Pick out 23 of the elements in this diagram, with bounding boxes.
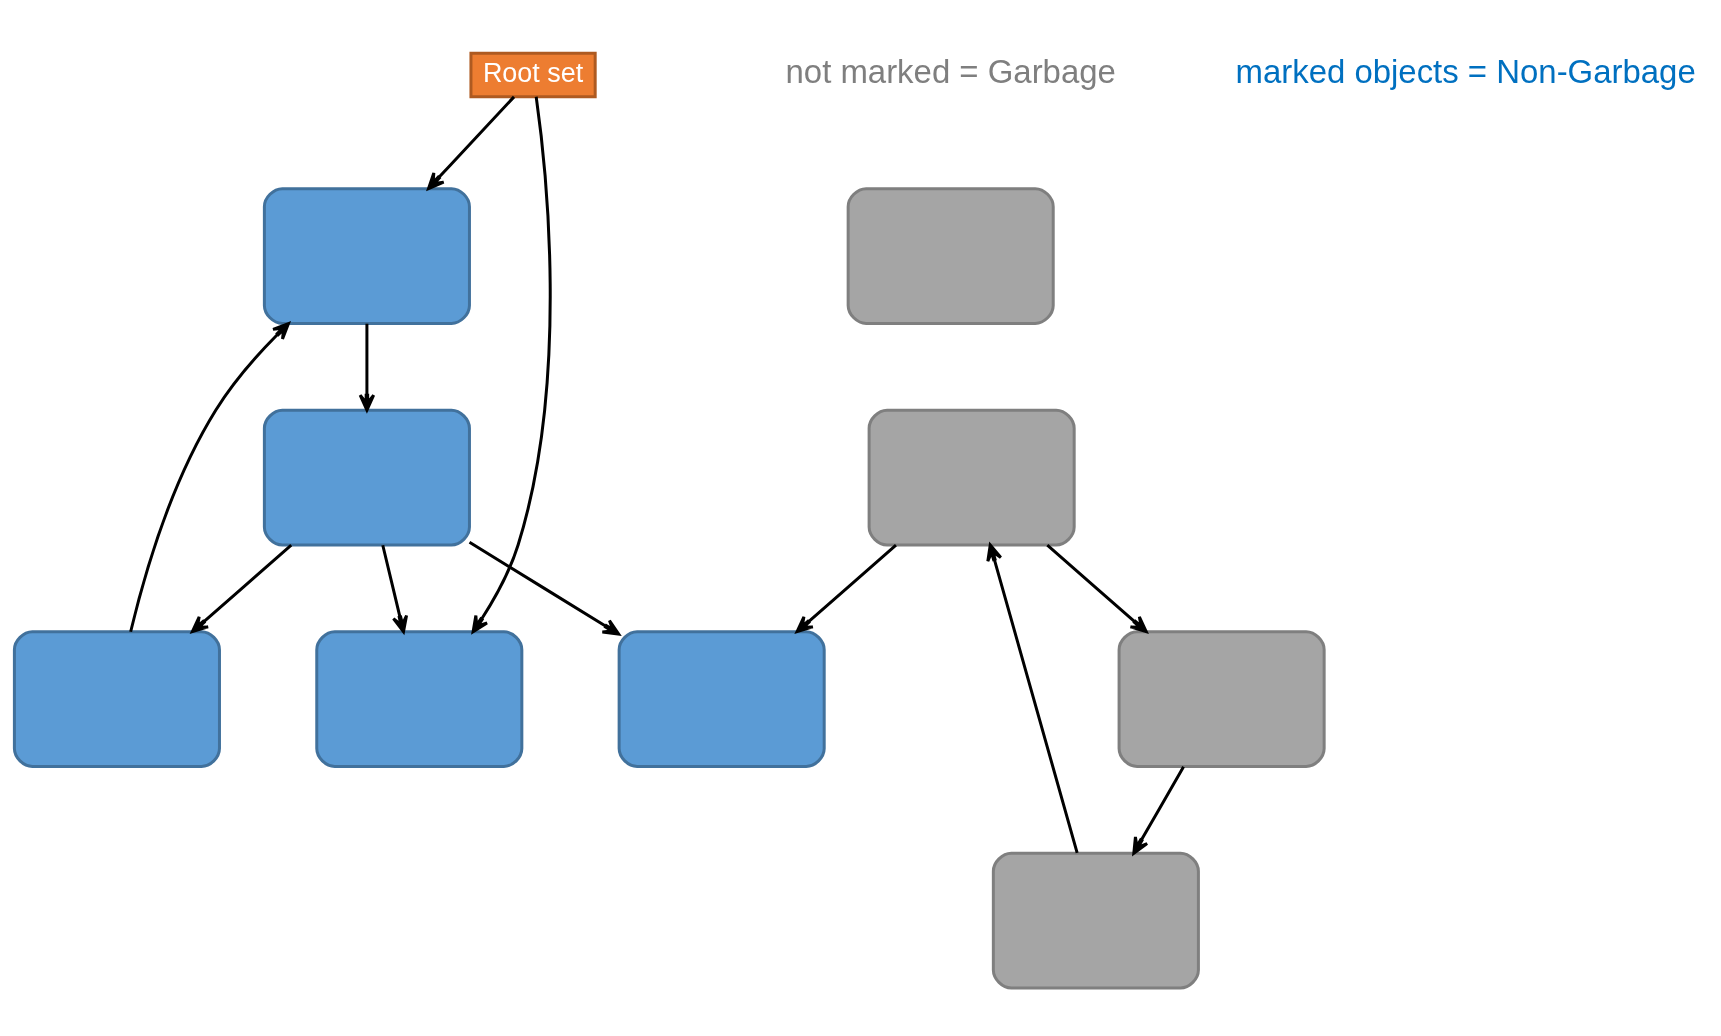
node-box (991, 851, 1200, 990)
arrow (471, 96, 552, 634)
arrow (358, 323, 376, 412)
arrow (427, 95, 516, 190)
node-box: Root set (469, 51, 597, 99)
node-box (867, 408, 1076, 547)
arrow (190, 544, 293, 634)
arrow (986, 543, 1079, 854)
arrow (1046, 544, 1148, 634)
node-box (262, 187, 471, 325)
node-box (315, 630, 524, 768)
node-box (846, 187, 1055, 325)
node-box (617, 630, 826, 768)
arrow (1132, 766, 1185, 855)
node-box (12, 630, 221, 768)
label: not marked = Garbage (785, 53, 1116, 91)
arrow (129, 322, 290, 633)
arrow (468, 541, 621, 636)
arrow (381, 544, 409, 634)
label: marked objects = Non-Garbage (1235, 53, 1696, 91)
node-box (1117, 630, 1326, 768)
node-box (262, 408, 471, 547)
arrow (795, 544, 897, 634)
